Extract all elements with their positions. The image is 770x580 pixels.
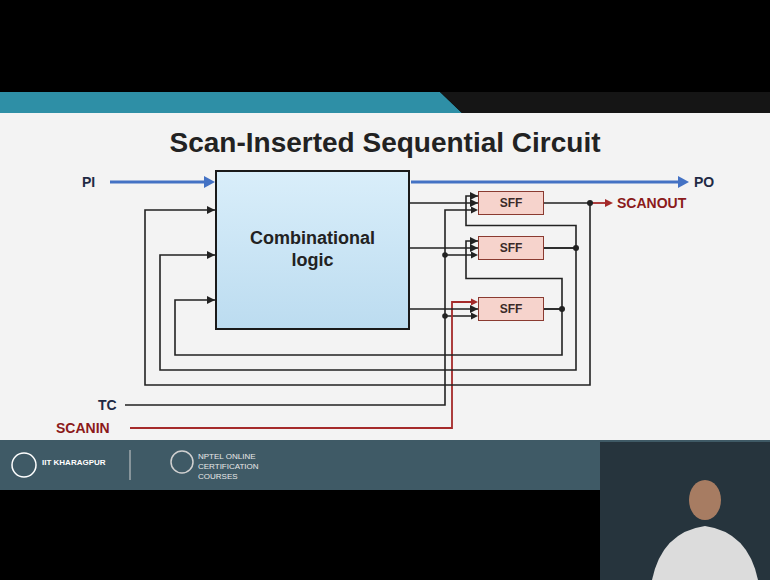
course-logo-text: NPTEL ONLINE CERTIFICATION COURSES xyxy=(198,452,293,482)
institute-logo-text: IIT KHARAGPUR xyxy=(42,458,106,468)
po-wire xyxy=(411,181,680,184)
wire-connector xyxy=(410,247,478,249)
box-text: Combinational logic xyxy=(233,228,393,271)
junction-dot xyxy=(442,252,448,258)
junction-dot xyxy=(442,313,448,319)
box-text: SFF xyxy=(500,196,523,210)
scan-flip-flop: SFF xyxy=(478,191,544,215)
scan-flip-flop: SFF xyxy=(478,236,544,260)
tc-arrowhead xyxy=(471,313,478,320)
box-text: SFF xyxy=(500,241,523,255)
signal-name: PI xyxy=(82,174,95,190)
iit-logo xyxy=(12,453,36,477)
box-text: SFF xyxy=(500,302,523,316)
slide-ground xyxy=(0,113,770,440)
logic-box: Combinational logic xyxy=(215,170,410,330)
wire-connector xyxy=(410,202,478,204)
signal-name: SCANOUT xyxy=(617,195,686,211)
teal-band xyxy=(0,92,462,113)
scanin-arrowhead xyxy=(471,299,478,306)
po-arrowhead xyxy=(678,176,689,188)
presenter-video xyxy=(600,442,770,580)
signal-name: PO xyxy=(694,174,714,190)
scanout-arrowhead xyxy=(605,199,613,207)
presenter-body xyxy=(652,526,758,580)
pi-wire xyxy=(110,181,206,184)
presenter-head xyxy=(689,480,721,520)
signal-name: SCANIN xyxy=(56,420,110,436)
nptel-logo xyxy=(171,451,193,473)
tc-arrowhead xyxy=(471,252,478,259)
slide-title: Scan-Inserted Sequential Circuit xyxy=(0,126,770,160)
signal-name: TC xyxy=(98,397,117,413)
scan-flip-flop: SFF xyxy=(478,297,544,321)
dark-band xyxy=(440,92,770,113)
wire-connector xyxy=(410,308,478,310)
pi-arrowhead xyxy=(204,176,215,188)
top-bar xyxy=(0,0,770,92)
tc-arrowhead xyxy=(471,207,478,214)
footer-divider xyxy=(130,450,131,480)
